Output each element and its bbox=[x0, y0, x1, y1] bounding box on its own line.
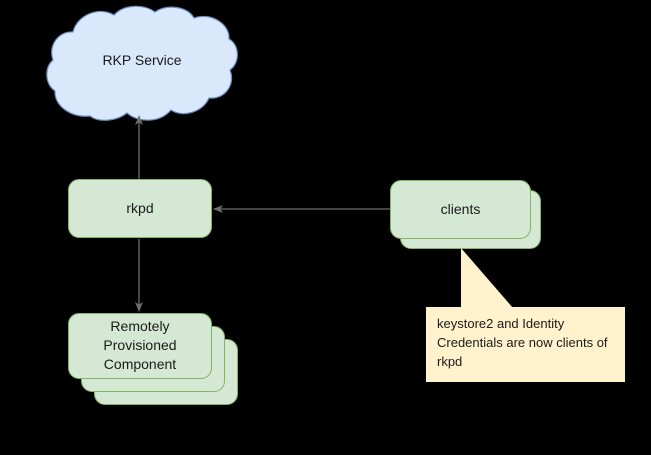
node-clients[interactable] bbox=[390, 180, 531, 239]
rkp-service-cloud-shape[interactable] bbox=[44, 4, 240, 122]
node-remotely-provisioned-component[interactable] bbox=[68, 313, 212, 379]
node-rkpd[interactable] bbox=[68, 179, 212, 238]
callout-note-text: keystore2 and Identity Credentials are n… bbox=[437, 316, 608, 369]
callout-note[interactable] bbox=[426, 307, 625, 382]
callout-tail bbox=[461, 248, 513, 308]
